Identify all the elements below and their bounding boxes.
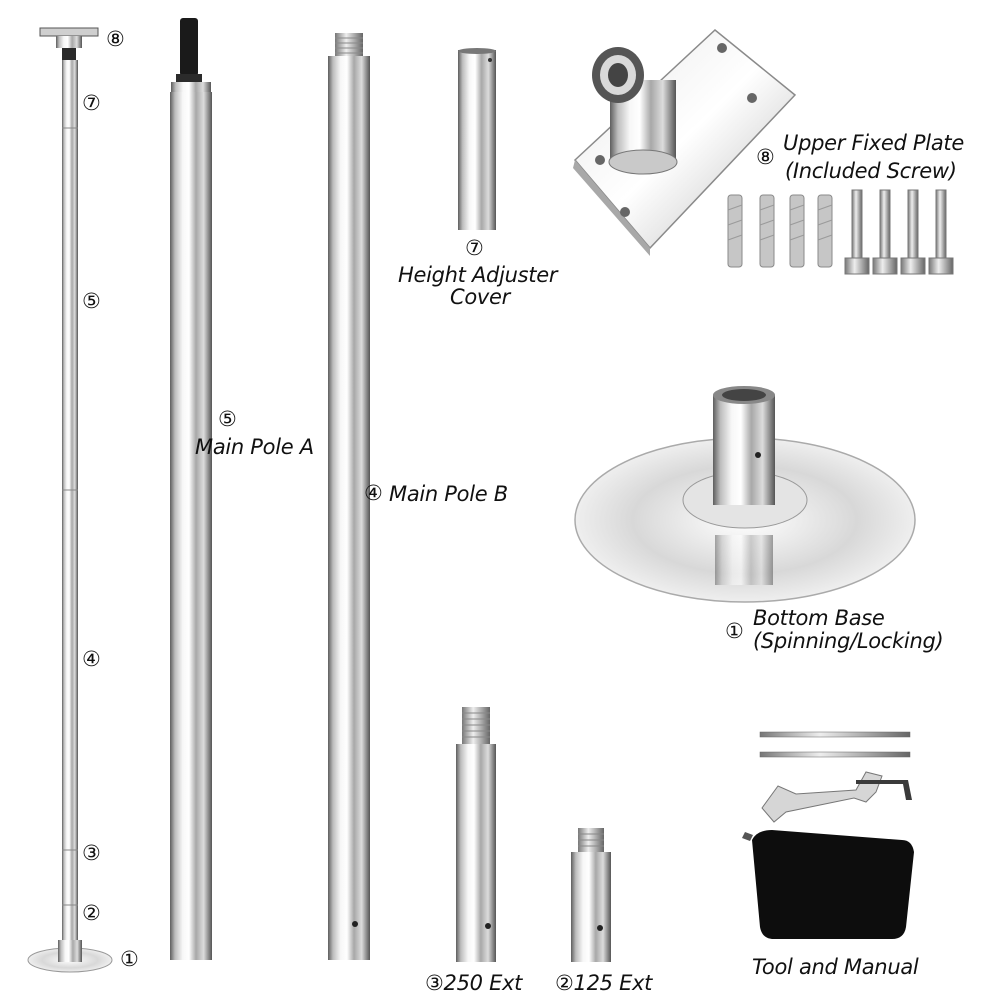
ext-125-label: ②125 Ext: [555, 971, 653, 995]
bottom-base-label-line2: (Spinning/Locking): [753, 629, 944, 653]
marker-8: ⑧: [106, 27, 125, 51]
ext-250-label: ③250 Ext: [425, 971, 523, 995]
marker-4: ④: [82, 647, 101, 671]
main-pole-a-number: ⑤: [218, 407, 237, 431]
main-pole-a-image: [170, 18, 212, 960]
ext-125-image: [571, 828, 611, 962]
upper-fixed-plate-image: [573, 29, 797, 256]
marker-1: ①: [120, 947, 139, 971]
screws-and-anchors-image: [727, 189, 954, 275]
tools-label: Tool and Manual: [752, 955, 919, 979]
assembled-pole: [27, 27, 113, 973]
ext-250-image: [456, 707, 496, 962]
main-pole-a-label: Main Pole A: [195, 435, 314, 459]
height-adjuster-number: ⑦: [465, 236, 484, 260]
marker-7: ⑦: [82, 91, 101, 115]
bottom-base-image: [574, 386, 916, 603]
marker-5: ⑤: [82, 289, 101, 313]
tools-and-bag-image: [742, 731, 914, 939]
bottom-base-label-line1: Bottom Base: [753, 606, 885, 630]
height-adjuster-cover-image: [458, 48, 496, 230]
main-pole-b-label: Main Pole B: [389, 482, 508, 506]
marker-2: ②: [82, 901, 101, 925]
bottom-base-number: ①: [725, 619, 744, 643]
height-adjuster-label-line1: Height Adjuster: [398, 263, 558, 287]
main-pole-b-image: [328, 33, 370, 960]
upper-plate-label-line2: (Included Screw): [785, 159, 957, 183]
upper-plate-label-line1: Upper Fixed Plate: [783, 131, 964, 155]
main-pole-b-number: ④: [364, 481, 383, 505]
upper-plate-number: ⑧: [756, 145, 775, 169]
marker-3: ③: [82, 841, 101, 865]
height-adjuster-label-line2: Cover: [450, 285, 510, 309]
